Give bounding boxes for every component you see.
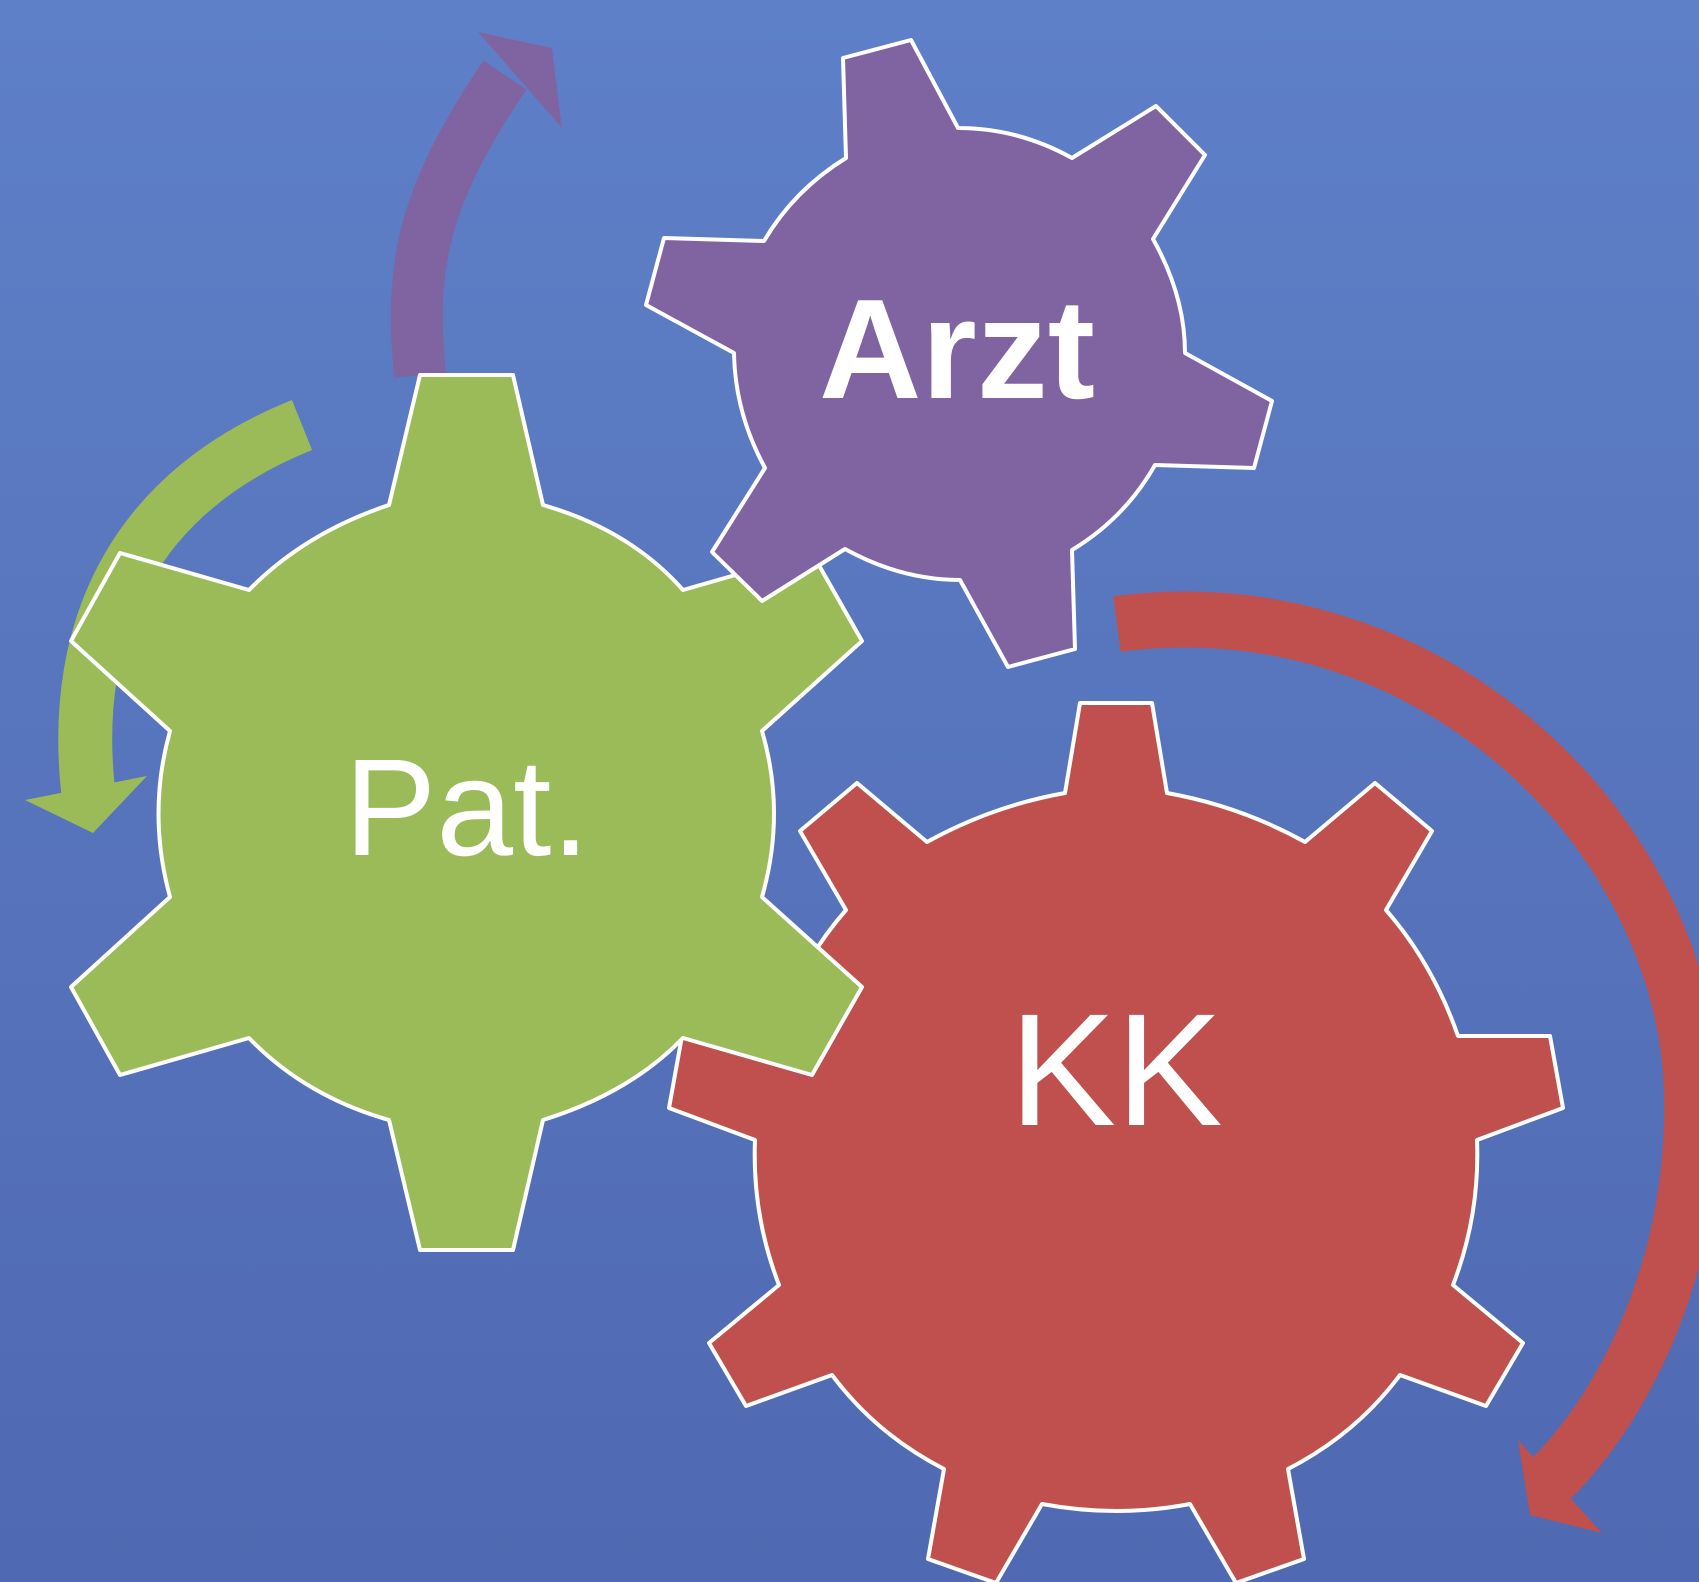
gear-pat-label: Pat. bbox=[344, 731, 589, 885]
gear-kk: KK bbox=[667, 701, 1565, 1582]
gear-arzt: Arzt bbox=[644, 38, 1274, 669]
arrow-arzt bbox=[390, 32, 562, 378]
gear-arzt-label: Arzt bbox=[819, 270, 1095, 429]
arrow-kk bbox=[1113, 591, 1699, 1533]
gear-pat: Pat. bbox=[69, 373, 864, 1252]
gear-kk-label: KK bbox=[1009, 980, 1222, 1159]
